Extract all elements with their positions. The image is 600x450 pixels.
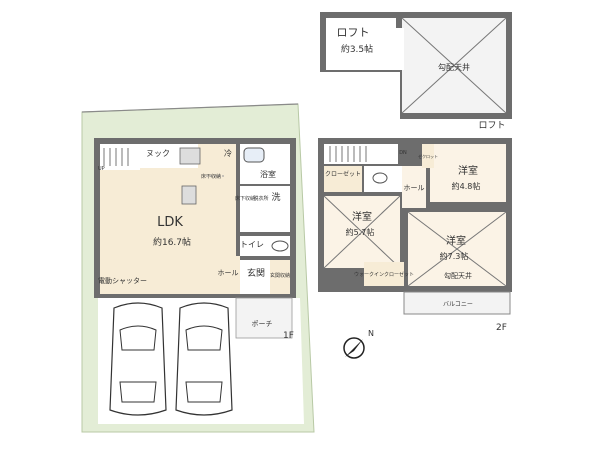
second-floor-plan: クローゼット DN ゼクロット 洋室 約4.8帖 洋室 約5.7帖 洋室 約7.… (318, 138, 512, 333)
walk-in-closet (364, 262, 404, 286)
closet-label: クローゼット (325, 170, 361, 178)
car-right (175, 302, 233, 416)
hall-2f (402, 166, 426, 208)
shutter-label: 電動シャッター (98, 276, 147, 285)
closet2-label: ゼクロット (418, 153, 438, 159)
ldk-area: 約16.7帖 (153, 236, 191, 248)
fridge-label: 冷 (224, 148, 232, 158)
compass-icon: N (343, 329, 374, 359)
balcony-label: バルコニー (443, 301, 473, 308)
room-4-8 (430, 144, 506, 202)
floor-storage-2: 床下収納 (235, 195, 255, 202)
nook-label: ヌック (146, 149, 170, 158)
entrance-room (240, 260, 270, 294)
first-floor-plan: UP ヌック 冷 床下収納 床下収納 浴室 洗 脱衣所 トイレ ホール 玄関 玄… (94, 138, 296, 341)
loft-plan: ロフト 約3.5帖 勾配天井 ロフト (318, 12, 512, 131)
entrance-label: 玄関 (247, 267, 265, 279)
room-a-label: 洋室 (458, 164, 478, 177)
floor-1f-label: 1F (283, 331, 294, 341)
loft-floor-label: ロフト (478, 121, 505, 131)
wic-label: ウォークインクローゼット (354, 271, 414, 278)
closet (324, 166, 362, 192)
porch (235, 297, 293, 339)
room-b-area: 約5.7帖 (346, 227, 375, 237)
bath-label: 浴室 (260, 169, 276, 179)
toilet-label: トイレ (240, 240, 264, 249)
stairs-2f (329, 146, 367, 162)
ldk-label: LDK (157, 215, 183, 230)
compass-label: N (368, 329, 374, 338)
loft-name: ロフト (337, 26, 370, 39)
room-c-note: 勾配天井 (444, 271, 472, 280)
room-c-label: 洋室 (446, 234, 466, 247)
balcony (403, 291, 511, 315)
hall-1f (216, 256, 240, 294)
up-label: UP (98, 166, 105, 172)
dn-label: DN (399, 150, 407, 156)
room-a-area: 約4.8帖 (452, 181, 481, 191)
vanity-label: 脱衣所 (253, 195, 268, 202)
room-c-area: 約7.3帖 (440, 251, 469, 261)
loft-area: 約3.5帖 (341, 43, 373, 55)
hall-2f-label: ホール (404, 184, 425, 192)
room-b-label: 洋室 (352, 210, 372, 223)
floor-2f-label: 2F (496, 323, 507, 333)
shoe-storage-label: 玄関収納 (270, 272, 290, 279)
vanity-room (240, 186, 290, 232)
shoe-storage (270, 260, 290, 294)
hall-1f-label: ホール (218, 269, 239, 277)
porch-label: ポーチ (252, 320, 273, 328)
floor-storage-1: 床下収納 (201, 173, 221, 180)
car-left (109, 302, 167, 416)
ldk-room (100, 168, 236, 294)
laundry-label: 洗 (271, 191, 280, 203)
loft-slope-label: 勾配天井 (438, 62, 470, 72)
stairs-1f (103, 148, 129, 166)
